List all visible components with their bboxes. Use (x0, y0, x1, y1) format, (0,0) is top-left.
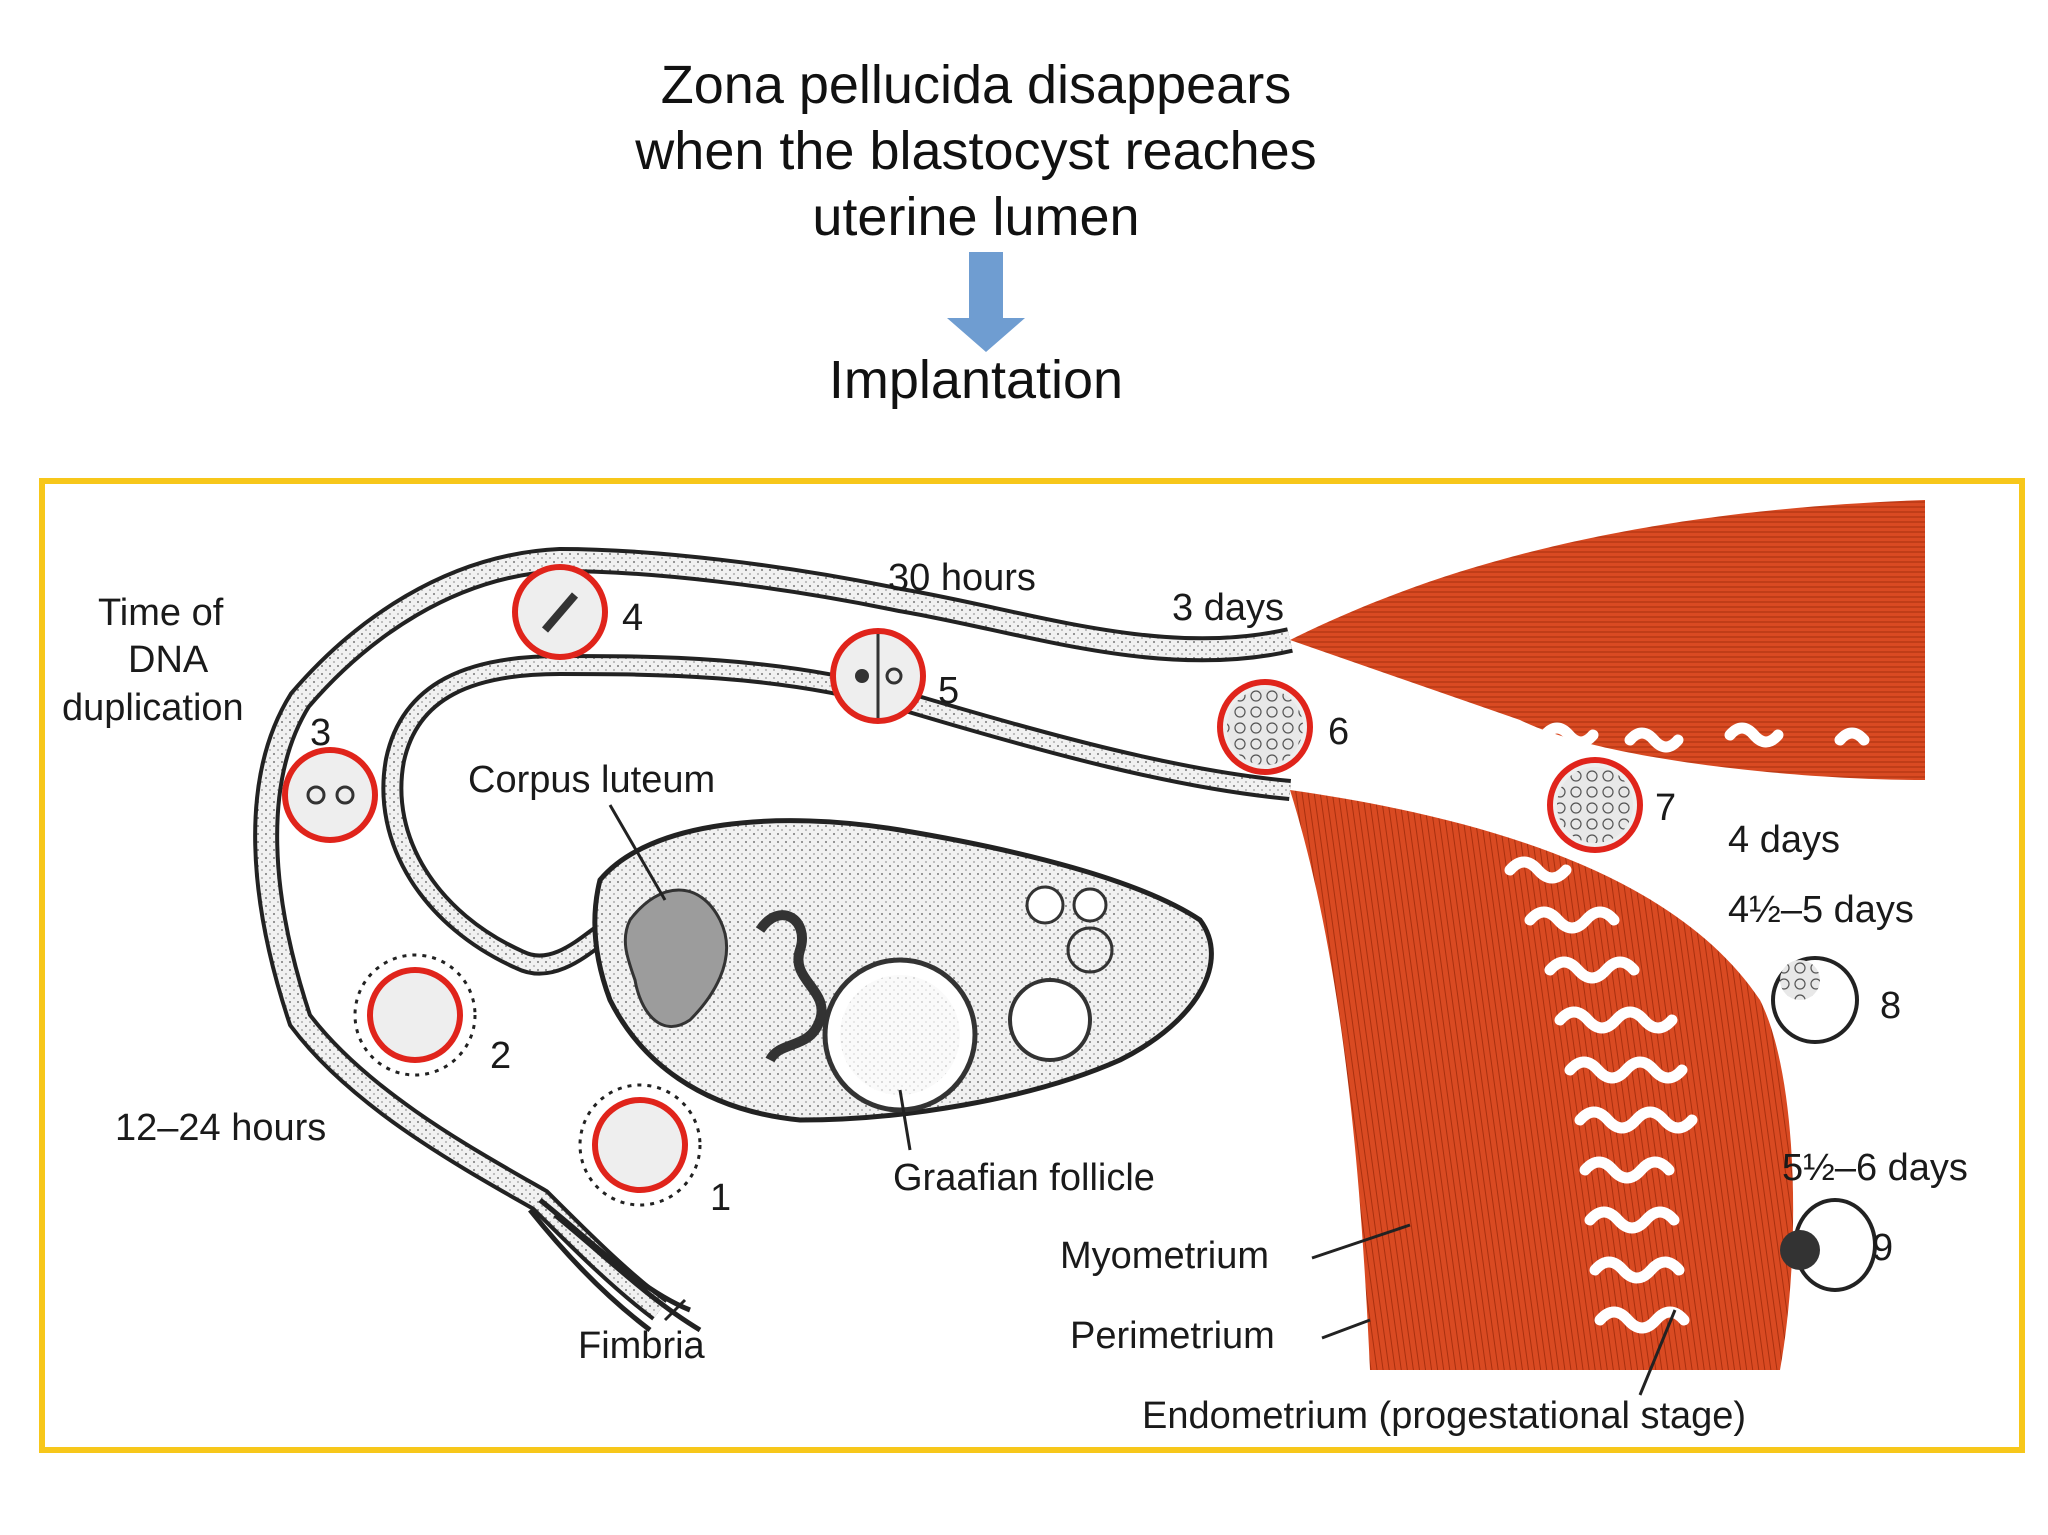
label-4-days: 4 days (1728, 819, 1840, 861)
stage-number-5: 5 (938, 670, 959, 712)
label-30-hours: 30 hours (888, 557, 1036, 599)
stage-number-3: 3 (310, 712, 331, 754)
label-5-6-days: 5½–6 days (1782, 1147, 1968, 1189)
heading-line-2: when the blastocyst reaches (635, 121, 1317, 181)
label-12-24-hours: 12–24 hours (115, 1107, 326, 1149)
stage-number-7: 7 (1655, 787, 1676, 829)
label-duplication: duplication (62, 687, 244, 729)
stage-number-8: 8 (1880, 985, 1901, 1027)
label-dna: DNA (128, 639, 209, 681)
label-time-of: Time of (98, 592, 224, 634)
uterus (1290, 500, 1925, 1370)
diagram-labels: Time of DNA duplication 12–24 hours 30 h… (62, 557, 1968, 1437)
stage-3-cell (282, 747, 378, 843)
stage-number-9: 9 (1872, 1227, 1893, 1269)
label-corpus-luteum: Corpus luteum (468, 759, 715, 801)
stage-number-2: 2 (490, 1035, 511, 1077)
label-myometrium: Myometrium (1060, 1235, 1269, 1277)
heading-line-1: Zona pellucida disappears (660, 55, 1292, 115)
label-graafian-follicle: Graafian follicle (893, 1157, 1155, 1199)
heading-line-3: uterine lumen (812, 187, 1140, 247)
stage-number-1: 1 (710, 1177, 731, 1219)
stage-cells (282, 564, 1877, 1292)
label-endometrium: Endometrium (progestational stage) (1142, 1395, 1746, 1437)
uterine-tube (253, 546, 1293, 1333)
heading: Zona pellucida disappears when the blast… (556, 52, 1396, 250)
stage-2-cell (367, 967, 463, 1063)
label-3-days: 3 days (1172, 587, 1284, 629)
ovary (592, 818, 1214, 1123)
label-perimetrium: Perimetrium (1070, 1315, 1275, 1357)
label-4-5-days: 4½–5 days (1728, 889, 1914, 931)
stage-number-6: 6 (1328, 711, 1349, 753)
stage-number-4: 4 (622, 597, 643, 639)
label-fimbria: Fimbria (578, 1325, 706, 1367)
down-arrow-icon (947, 252, 1025, 352)
implantation-label: Implantation (828, 350, 1124, 410)
stage-1-cell (592, 1097, 688, 1193)
